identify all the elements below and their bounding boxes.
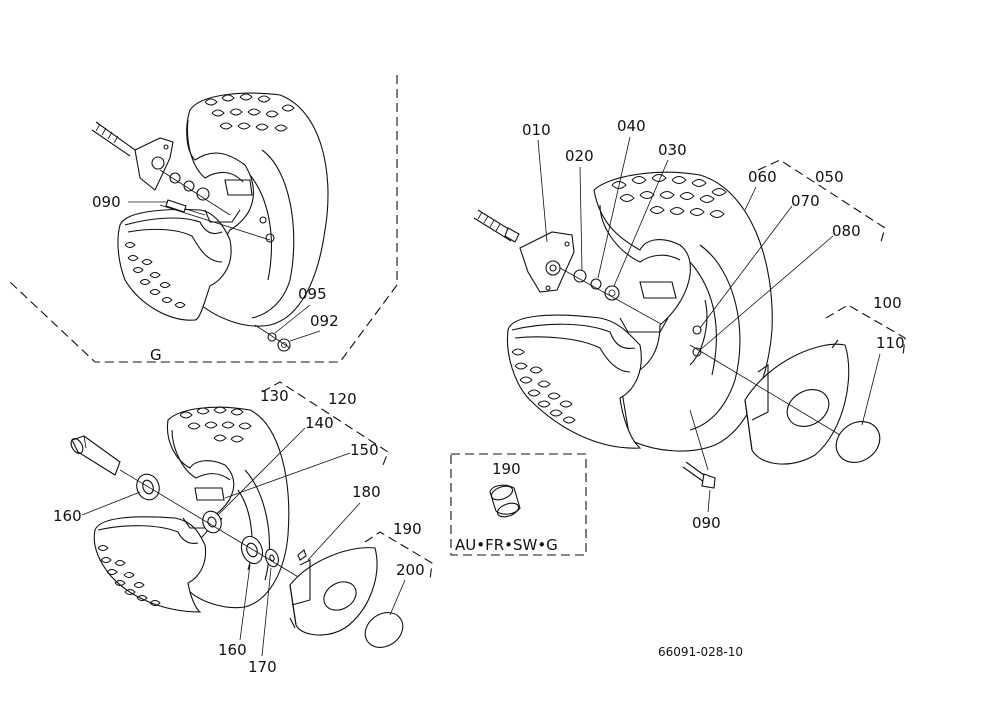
main-assembly: 010 020 040 030 060 050 070 080 100 110 … [473,117,906,532]
callout-140: 140 [305,414,334,432]
tire-g [117,92,329,327]
group-label: G [150,346,162,364]
bolt-g [165,199,206,216]
callout-040: 040 [617,117,646,135]
callout-180: 180 [352,483,381,501]
callout-200: 200 [396,561,425,579]
callout-150: 150 [350,441,379,459]
callout-160-left: 160 [53,507,82,525]
bracket-050 [757,159,886,246]
callout-080: 080 [832,222,861,240]
washer-g-2 [183,180,195,192]
tire-lower [93,406,290,613]
washer-020 [573,269,587,283]
callout-030: 030 [658,141,687,159]
tire-main [506,171,773,452]
washer-170 [265,548,279,568]
wheel-cover-190 [289,547,378,636]
callout-090: 090 [692,514,721,532]
wheel-cover-100 [744,339,850,465]
washer-g-1 [169,172,181,184]
callout-070: 070 [791,192,820,210]
hub-plate-g [134,137,174,191]
callout-170: 170 [248,658,277,676]
axle-g [91,121,136,157]
callout-020: 020 [565,147,594,165]
callout-110: 110 [876,334,905,352]
callout-160-right: 160 [218,641,247,659]
bushing-190 [489,484,521,518]
panel-g-boundary [9,75,398,363]
bracket-130 [261,381,389,466]
nut-030 [604,285,620,301]
variant-box: 190 AU•FR•SW•G [450,453,587,556]
callout-box190: 190 [492,460,521,478]
callout-g095: 095 [298,285,327,303]
axle-main [473,209,520,243]
callout-120: 120 [328,390,357,408]
panel-g: G [9,75,398,364]
drawing-number: 66091-028-10 [658,645,743,659]
callout-010: 010 [522,121,551,139]
callout-190: 190 [393,520,422,538]
lower-assembly: 130 120 140 150 160 180 190 200 160 170 [53,381,433,676]
callout-060: 060 [748,168,777,186]
bearing-160-right [240,535,264,565]
callout-100: 100 [873,294,902,312]
callout-130: 130 [260,387,289,405]
nut-092 [277,338,291,352]
nut-g [196,187,210,201]
bracket-190 [364,531,433,581]
callout-g090: 090 [92,193,121,211]
callout-g092: 092 [310,312,339,330]
axle-lower [70,435,121,476]
callout-050: 050 [815,168,844,186]
valve-070 [692,325,702,335]
hub-bushing-lower [202,510,222,534]
bracket-100 [825,304,906,357]
cap-110 [835,421,881,463]
cap-200 [364,612,404,648]
bolt-090 [682,409,716,489]
variant-label: AU•FR•SW•G [455,536,558,554]
